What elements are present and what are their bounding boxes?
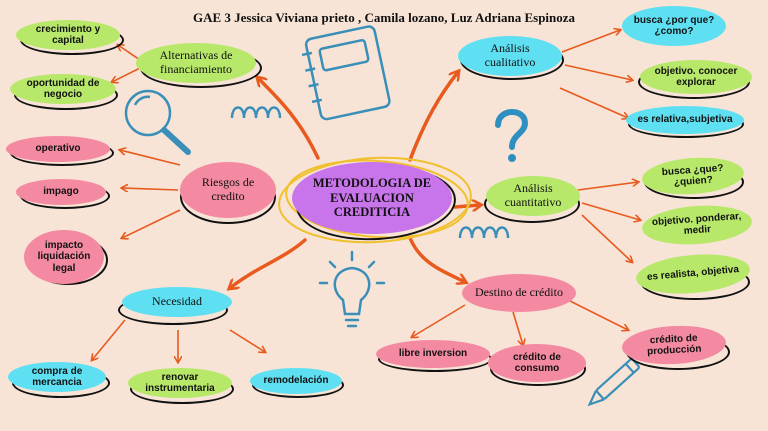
branch-to-cualitativo (408, 72, 458, 162)
thin-arrows (92, 30, 640, 362)
branch-to-alternativas (258, 78, 320, 160)
node-conocer: objetivo. conocer explorar (640, 60, 752, 94)
center-ring (278, 156, 472, 244)
node-impacto: impacto liquidación legal (24, 230, 104, 284)
node-cuantitativo: Análisis cuantitativo (486, 176, 580, 216)
node-alternativas: Alternativas de financiamiento (136, 43, 256, 83)
node-busca-porque: busca ¿por que? ¿como? (622, 6, 726, 46)
page-title: GAE 3 Jessica Viviana prieto , Camila lo… (192, 10, 576, 25)
node-remodelacion: remodelación (250, 368, 342, 394)
node-cualitativo: Análisis cualitativo (458, 36, 562, 76)
branch-to-necesidad (230, 238, 307, 288)
magnifier-icon (124, 89, 191, 155)
node-relativa: es relativa,subjetiva (626, 106, 744, 134)
center-node: METODOLOGIA DE EVALUACION CREDITICIA (292, 162, 452, 234)
node-libre-inversion: libre inversion (376, 340, 490, 368)
node-operativo: operativo (6, 136, 110, 162)
node-consumo: crédito de consumo (488, 344, 586, 382)
notebook-icon (301, 25, 391, 121)
node-destino: Destino de crédito (462, 274, 576, 312)
node-compra: compra de mercancia (8, 362, 106, 392)
node-oportunidad: oportunidad de negocio (10, 74, 116, 104)
pencil-icon (587, 358, 640, 407)
node-riesgos: Riesgos de credito (180, 162, 276, 218)
node-renovar: renovar instrumentaria (128, 368, 232, 398)
lightbulb-icon (318, 250, 386, 328)
spring-doodle-icon (230, 106, 510, 239)
branch-to-destino (408, 236, 465, 282)
question-mark-icon (495, 109, 529, 162)
node-impago: impago (16, 179, 106, 205)
node-crecimiento: crecimiento y capital (16, 20, 120, 50)
node-necesidad: Necesidad (122, 287, 232, 317)
